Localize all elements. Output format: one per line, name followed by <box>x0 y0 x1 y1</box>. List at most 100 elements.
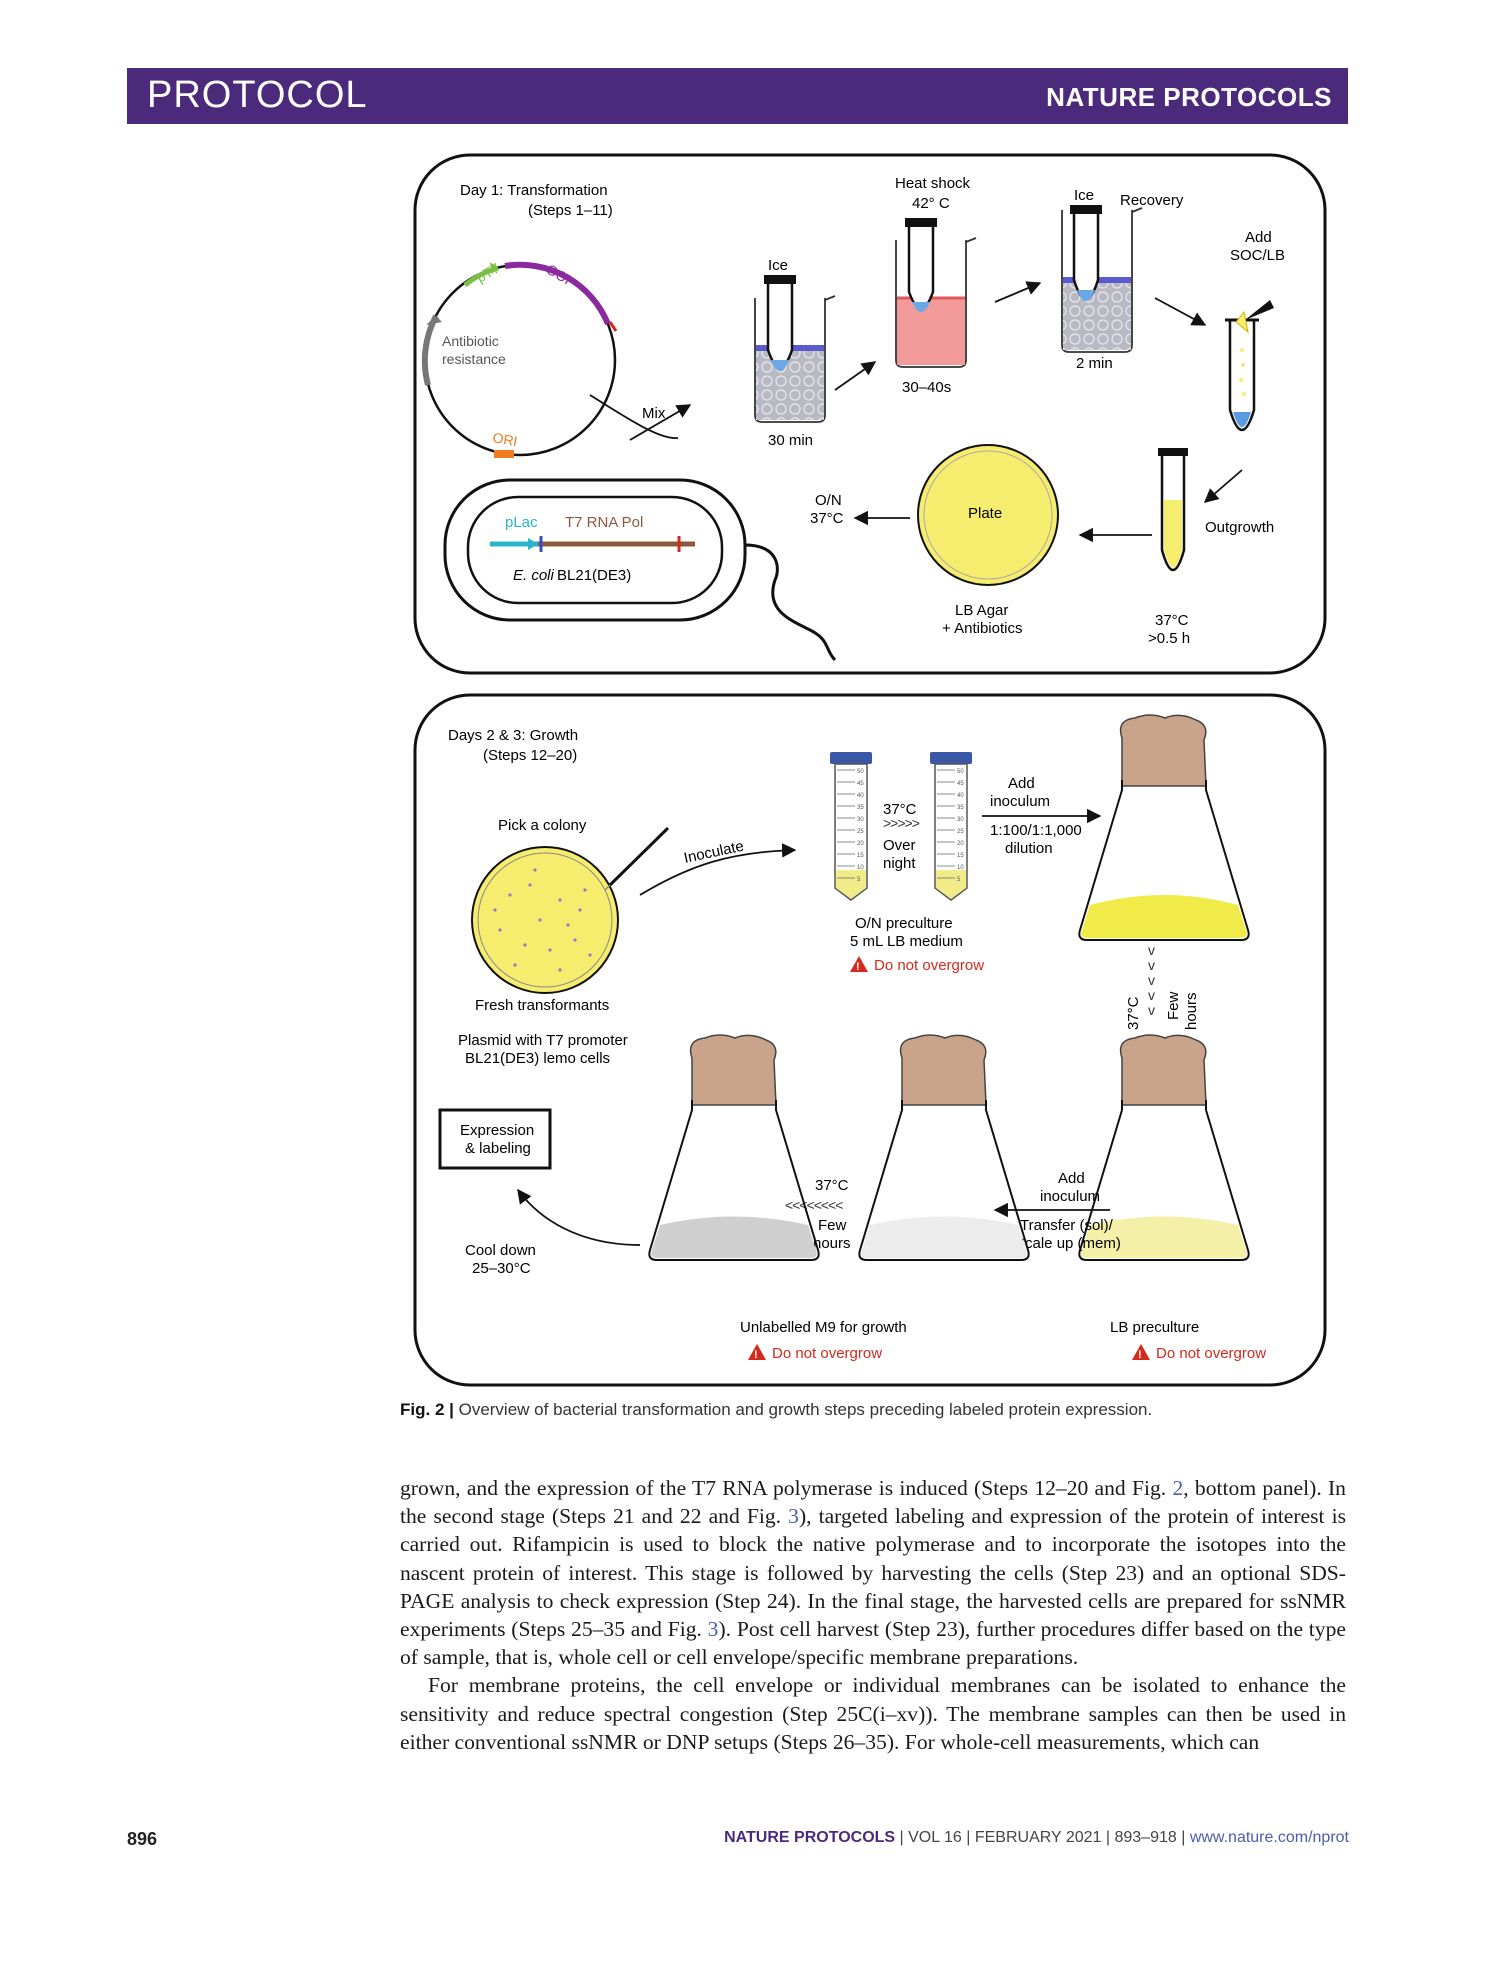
page-number: 896 <box>127 1829 158 1849</box>
section-label: PROTOCOL <box>147 74 368 116</box>
ice1-label: Ice <box>768 257 788 274</box>
m9-time-1: Few <box>818 1217 847 1234</box>
tube-tick-label: 35 <box>857 805 864 811</box>
vert-temp: 37°C <box>1125 996 1142 1030</box>
plac-label: pLac <box>505 514 538 531</box>
recovery-label: Recovery <box>1120 192 1184 209</box>
heat-shock-label: Heat shock <box>895 175 971 192</box>
footer-url[interactable]: www.nature.com/nprot <box>1189 1829 1349 1846</box>
outgrowth-tube: Outgrowth 37°C >0.5 h <box>1148 448 1274 647</box>
cool-down-2: 25–30°C <box>472 1260 531 1277</box>
heat-shock-time: 30–40s <box>902 379 951 396</box>
fig-ref-3a[interactable]: 3 <box>788 1504 799 1529</box>
m9-label: Unlabelled M9 for growth <box>740 1319 907 1336</box>
warning-1-text: Do not overgrow <box>874 957 984 974</box>
soc-tube: Add SOC/LB <box>1225 229 1285 432</box>
antibiotic-label-1: Antibiotic <box>442 333 499 349</box>
tube-tick-label: 15 <box>957 853 964 859</box>
vert-time-1: Few <box>1165 991 1182 1020</box>
caption-label: Fig. 2 | <box>400 1400 454 1419</box>
journal-name: NATURE PROTOCOLS <box>1046 82 1332 112</box>
ice-beaker-1: Ice 30 min <box>754 257 836 449</box>
tube-time-1: Over <box>883 837 916 854</box>
footer-citation: NATURE PROTOCOLS | VOL 16 | FEBRUARY 202… <box>724 1829 1349 1847</box>
warning-1: ! Do not overgrow <box>850 956 984 974</box>
strain-italic: E. coli <box>513 567 555 584</box>
svg-text:!: ! <box>856 961 860 973</box>
pick-colony-label: Pick a colony <box>498 817 587 834</box>
figure-2: Day 1: Transformation (Steps 1–11) pT7 G… <box>410 150 1330 1390</box>
warning-3: ! Do not overgrow <box>1132 1344 1266 1362</box>
tube-time-2: night <box>883 855 916 872</box>
tube-tick-label: 20 <box>957 841 964 847</box>
ecoli-cell: pLac T7 RNA Pol E. coli BL21(DE3) <box>443 478 837 662</box>
dilution-1: 1:100/1:1,000 <box>990 822 1082 839</box>
p1-part-d: ). Post cell harvest (Step 23), further … <box>400 1617 1346 1670</box>
bottom-panel-frame <box>413 693 1327 1387</box>
tube-tick-label: 40 <box>957 793 964 799</box>
transfer-2: Scale up (mem) <box>1015 1235 1121 1252</box>
tube-temp: 37°C <box>883 801 917 818</box>
p1-part-c: ), targeted labeling and expression of t… <box>400 1504 1347 1642</box>
add-soc-1: Add <box>1245 229 1272 246</box>
expression-box <box>438 1108 552 1170</box>
flask-m9-2 <box>858 1034 1030 1261</box>
preculture-2: 5 mL LB medium <box>850 933 963 950</box>
ice-beaker-2: Ice Recovery 2 min <box>1061 187 1184 372</box>
tube-tick-label: 25 <box>957 829 964 835</box>
tube-tick-label: 50 <box>957 769 964 775</box>
cool-down-1: Cool down <box>465 1242 536 1259</box>
warning-3-text: Do not overgrow <box>1156 1345 1266 1362</box>
top-panel-title: Day 1: Transformation <box>460 182 608 199</box>
add-inoculum-4: inoculum <box>1040 1188 1100 1205</box>
preculture-1: O/N preculture <box>855 915 953 932</box>
fig-ref-3b[interactable]: 3 <box>707 1617 719 1642</box>
add-inoculum-1: Add <box>1008 775 1035 792</box>
heat-shock-temp: 42° C <box>912 195 950 212</box>
add-soc-2: SOC/LB <box>1230 247 1285 264</box>
m9-time-2: hours <box>813 1235 851 1252</box>
plasmid-diagram: pT7 GOI Antibiotic resistance ORI <box>421 260 618 458</box>
heat-shock-beaker: Heat shock 42° C 30–40s <box>895 175 977 396</box>
on-label: O/N <box>815 492 842 509</box>
tube-tick-label: 15 <box>857 853 864 859</box>
expression-1: Expression <box>460 1122 534 1139</box>
vertical-incubation: 37°C v v v v v Few hours <box>1125 942 1200 1030</box>
top-panel-steps: (Steps 1–11) <box>528 202 613 219</box>
add-inoculum-2: inoculum <box>990 793 1050 810</box>
antibiotic-arc <box>421 314 439 386</box>
tube-tick-label: 40 <box>857 793 864 799</box>
pt7-label: pT7 <box>474 260 503 286</box>
outgrowth-temp: 37°C <box>1155 612 1189 629</box>
m9-chevrons: <<<<<<<< <box>785 1197 843 1213</box>
tube-tick-label: 25 <box>857 829 864 835</box>
add-inoculum-3: Add <box>1058 1170 1085 1187</box>
flask-lb-2 <box>1078 1034 1250 1261</box>
plasmid-note-1: Plasmid with T7 promoter <box>458 1032 628 1049</box>
ori-label: ORI <box>491 429 518 449</box>
lb-agar-plate: Plate LB Agar + Antibiotics <box>917 444 1059 637</box>
colony-plate: Pick a colony Fresh transformants Plasmi… <box>458 817 670 1067</box>
header-bar: PROTOCOL NATURE PROTOCOLS <box>127 68 1348 124</box>
tube-chevrons: >>>>> <box>883 815 920 831</box>
vert-chevrons: v <box>1148 942 1155 958</box>
warning-2-text: Do not overgrow <box>772 1345 882 1362</box>
figure-svg: Day 1: Transformation (Steps 1–11) pT7 G… <box>413 153 1327 1387</box>
ice2-time: 2 min <box>1076 355 1113 372</box>
lb-preculture-label: LB preculture <box>1110 1319 1199 1336</box>
on-temp: 37°C <box>810 510 844 527</box>
footer-volume: | VOL 16 | FEBRUARY 2021 | 893–918 | <box>895 1829 1190 1846</box>
tube-tick-label: 5 <box>857 877 861 883</box>
goi-arc <box>504 261 611 326</box>
strain-label: BL21(DE3) <box>557 567 631 584</box>
inoculate-label: Inoculate <box>682 838 745 867</box>
lb-agar-label: LB Agar <box>955 602 1008 619</box>
dilution-2: dilution <box>1005 840 1053 857</box>
footer-journal: NATURE PROTOCOLS <box>724 1829 896 1846</box>
fig-ref-2[interactable]: 2 <box>1172 1476 1184 1500</box>
plate-label: Plate <box>968 505 1002 522</box>
tube-tick-label: 45 <box>857 781 864 787</box>
